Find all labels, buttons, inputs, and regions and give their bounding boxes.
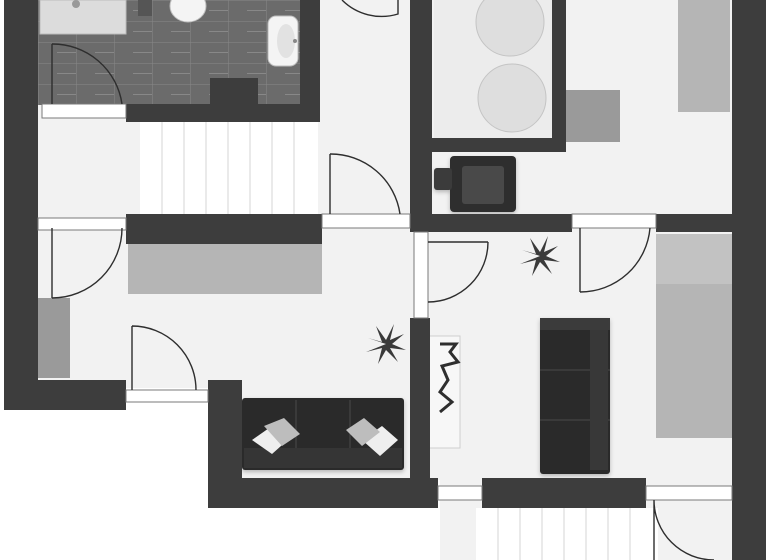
door-lounge	[131, 325, 197, 391]
wall-bath-right	[300, 0, 320, 122]
potted-plant-icon	[366, 236, 560, 364]
living-sofa	[540, 318, 610, 474]
living-room-furniture	[427, 234, 732, 474]
staircase-icon	[140, 122, 658, 560]
wall-bottom-right	[482, 478, 646, 508]
shoe-cabinet	[38, 298, 70, 378]
bath-cabinet	[138, 0, 152, 16]
wall-left-outer	[4, 0, 38, 410]
plant-hall	[366, 324, 406, 364]
stair-lower-steps	[497, 508, 631, 560]
wall-center-vertical	[410, 0, 432, 232]
toilet-icon	[169, 0, 207, 23]
shower-drain	[72, 0, 80, 8]
wall-mid-horizontal	[126, 214, 322, 244]
wall-right-horizontal-2	[656, 214, 738, 232]
window-center	[321, 213, 411, 229]
round-stool-1	[475, 0, 545, 57]
wall-center-vertical-lower	[410, 318, 430, 508]
stair-lower	[476, 508, 658, 560]
windows	[37, 103, 733, 501]
wall-bottom-left	[4, 380, 126, 410]
sink-basin	[277, 24, 295, 58]
bathroom-floor-cutout	[210, 78, 258, 105]
wall-right-outer	[732, 0, 766, 560]
door-top-center	[341, 0, 399, 18]
lower-hall-furniture	[38, 244, 322, 378]
upper-right-furniture	[434, 0, 730, 212]
window-lounge-bottom	[437, 485, 483, 501]
sofa-icon	[242, 398, 404, 470]
cabinet-upper-right	[678, 0, 730, 112]
storage-room	[434, 0, 552, 138]
window-right-bottom	[645, 485, 733, 501]
window-bath	[41, 103, 127, 119]
wall-storage-bottom	[432, 138, 566, 152]
window-storage	[571, 213, 657, 229]
plant-living	[520, 236, 560, 276]
door-living-vertical	[427, 241, 489, 303]
wall-lounge-bottom	[208, 478, 438, 508]
door-bath	[51, 43, 123, 105]
window-vertical	[413, 231, 429, 319]
sink-tap	[293, 39, 297, 43]
walls	[4, 0, 766, 560]
cushion-right-back	[346, 418, 380, 446]
bed-headboard	[656, 234, 732, 284]
small-table	[566, 90, 620, 142]
door-storage	[579, 227, 651, 293]
cushion-right	[362, 426, 398, 456]
bathroom	[38, 0, 300, 105]
stair-upper	[140, 122, 318, 214]
doors	[51, 0, 715, 560]
door-lower-hall	[51, 227, 123, 299]
cushion-left-back	[264, 418, 300, 446]
door-upper-hall	[329, 153, 401, 215]
shower-icon	[39, 0, 127, 35]
window-hall-bottom	[125, 389, 209, 403]
wall-right-horizontal	[432, 214, 572, 232]
round-stool-2	[477, 63, 547, 133]
stair-upper-steps	[161, 122, 295, 214]
bench	[128, 244, 322, 294]
window-hall-top	[37, 217, 127, 231]
tv-console-icon	[427, 335, 461, 449]
wall-storage-right	[552, 0, 566, 152]
armchair-icon	[434, 156, 516, 212]
door-bottom-right	[653, 499, 715, 560]
wall-bath-bottom	[126, 104, 320, 122]
